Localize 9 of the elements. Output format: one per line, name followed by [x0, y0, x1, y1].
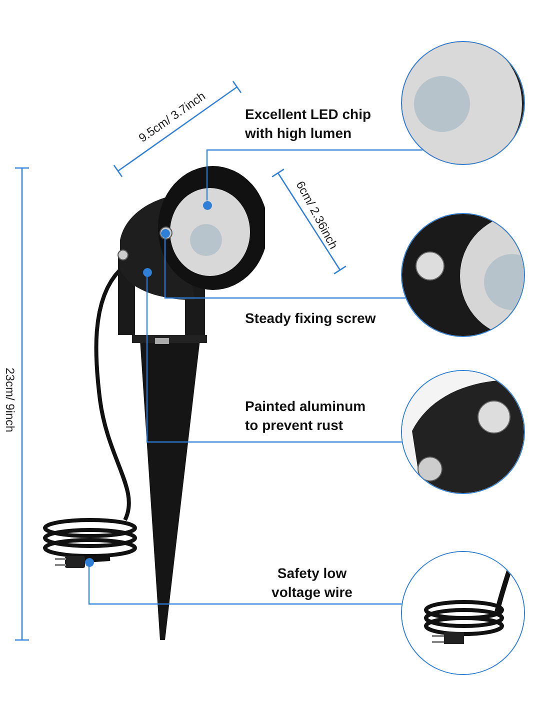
leader-line [146, 276, 402, 443]
dimension-label: 23cm/ 9inch [3, 368, 17, 432]
edge-label: Steady fixing screw [245, 309, 377, 328]
leader-line [164, 238, 406, 299]
edge-label: Safety low voltage wire [270, 564, 354, 602]
leader-line [88, 566, 402, 605]
edge-label: Painted aluminum to prevent rust [245, 397, 367, 435]
leader-line [206, 149, 423, 200]
edge-label: Excellent LED chip with high lumen [245, 105, 372, 143]
